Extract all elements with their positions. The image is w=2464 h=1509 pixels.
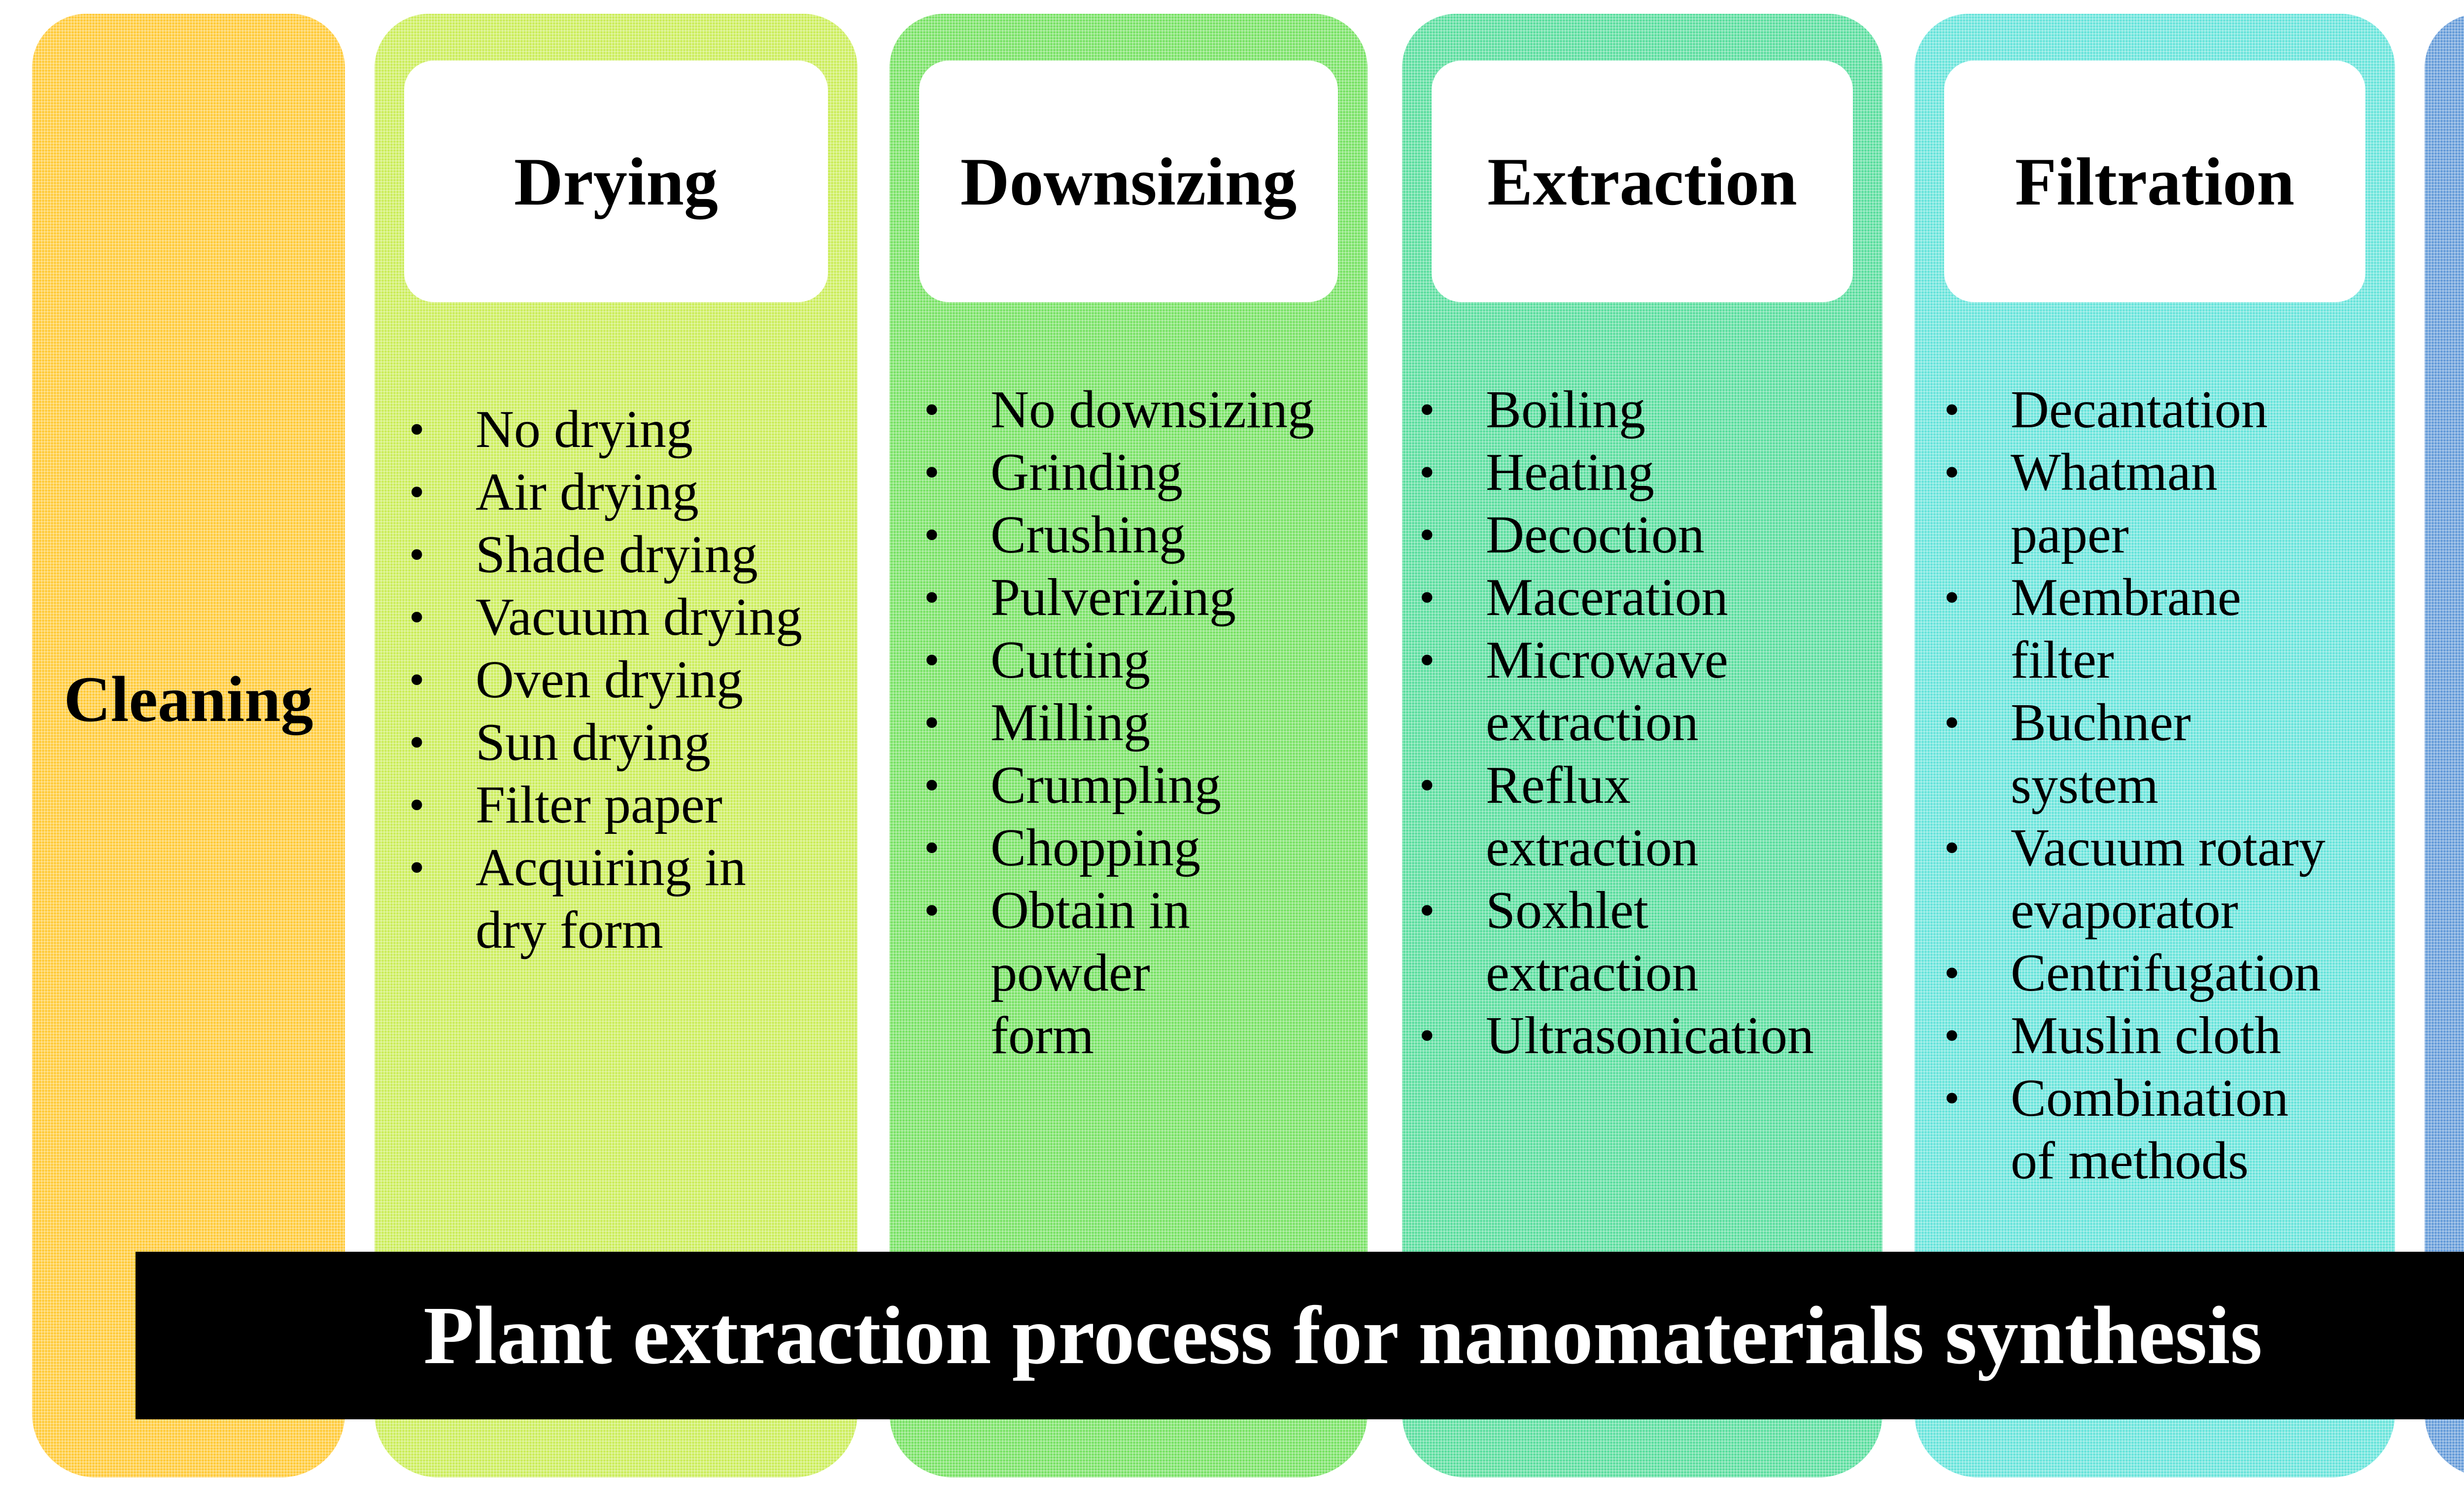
stage-cleaning-label: Cleaning [32,605,345,792]
process-title: Plant extraction process for nanomateria… [136,1252,2464,1419]
list-item: Sun drying [409,711,843,774]
list-item: Maceration [1419,566,1882,629]
stage-title: Extraction [1487,143,1797,219]
list-item: Vacuum drying [409,586,843,649]
list-item: Ultrasonication [1419,1004,1882,1067]
stage-downsizing: Downsizing No downsizing Grinding Crushi… [890,14,1368,1477]
list-item: Chopping [924,817,1368,879]
method-list: Decantation Whatman paper Membrane filte… [1944,378,2388,1192]
list-item: Crumpling [924,754,1368,817]
list-item: Cutting [924,629,1368,691]
stage-header: Filtration [1944,61,2365,302]
stage-title: Downsizing [960,143,1297,219]
list-item: Muslin cloth [1944,1004,2388,1067]
stage-title: Filtration [2015,143,2295,219]
list-item: Vacuum rotary evaporator [1944,817,2385,942]
stage-title: Cleaning [64,662,313,735]
stage-cleaning: Cleaning [32,14,345,1477]
list-item: Filter paper [409,774,843,836]
method-list: Boiling Heating Decoction Maceration Mic… [1419,378,1882,1067]
stage-header: Downsizing [919,61,1338,302]
stage-title: Drying [514,143,718,219]
list-item: Air drying [409,461,843,523]
list-item: Combination of methods [1944,1067,2326,1192]
list-item: Oven drying [409,649,843,711]
list-item: Acquiring in dry form [409,836,752,961]
stage-header: Drying [404,61,828,302]
list-item: Crushing [924,504,1368,566]
list-item: Heating [1419,441,1882,504]
stage-extract-acquirement: Extract acquirement & preservation [2425,14,2464,1477]
stage-drying: Drying No drying Air drying Shade drying… [375,14,857,1477]
list-item: Reflux extraction [1419,754,1742,879]
list-item: No downsizing [924,378,1368,441]
list-item: Buchner system [1944,691,2242,817]
list-item: Centrifugation [1944,942,2388,1004]
list-item: Decoction [1419,504,1882,566]
list-item: Microwave extraction [1419,629,1742,754]
stage-header: Extraction [1432,61,1853,302]
list-item: Shade drying [409,523,843,586]
list-item: Boiling [1419,378,1882,441]
list-item: No drying [409,398,843,461]
list-item: Pulverizing [924,566,1368,629]
list-item: Membrane filter [1944,566,2267,691]
list-item: Milling [924,691,1368,754]
list-item: Decantation [1944,378,2388,441]
stage-extraction: Extraction Boiling Heating Decoction Mac… [1402,14,1882,1477]
list-item: Grinding [924,441,1368,504]
method-list: No drying Air drying Shade drying Vacuum… [409,398,843,961]
stage-final-label: Extract acquirement & preservation [2425,650,2464,906]
stage-filtration: Filtration Decantation Whatman paper Mem… [1915,14,2395,1477]
list-item: Whatman paper [1944,441,2242,566]
list-item: Soxhlet extraction [1419,879,1742,1004]
list-item: Obtain in powder form [924,879,1266,1067]
process-title-text: Plant extraction process for nanomateria… [423,1289,2262,1381]
method-list: No downsizing Grinding Crushing Pulveriz… [924,378,1368,1067]
